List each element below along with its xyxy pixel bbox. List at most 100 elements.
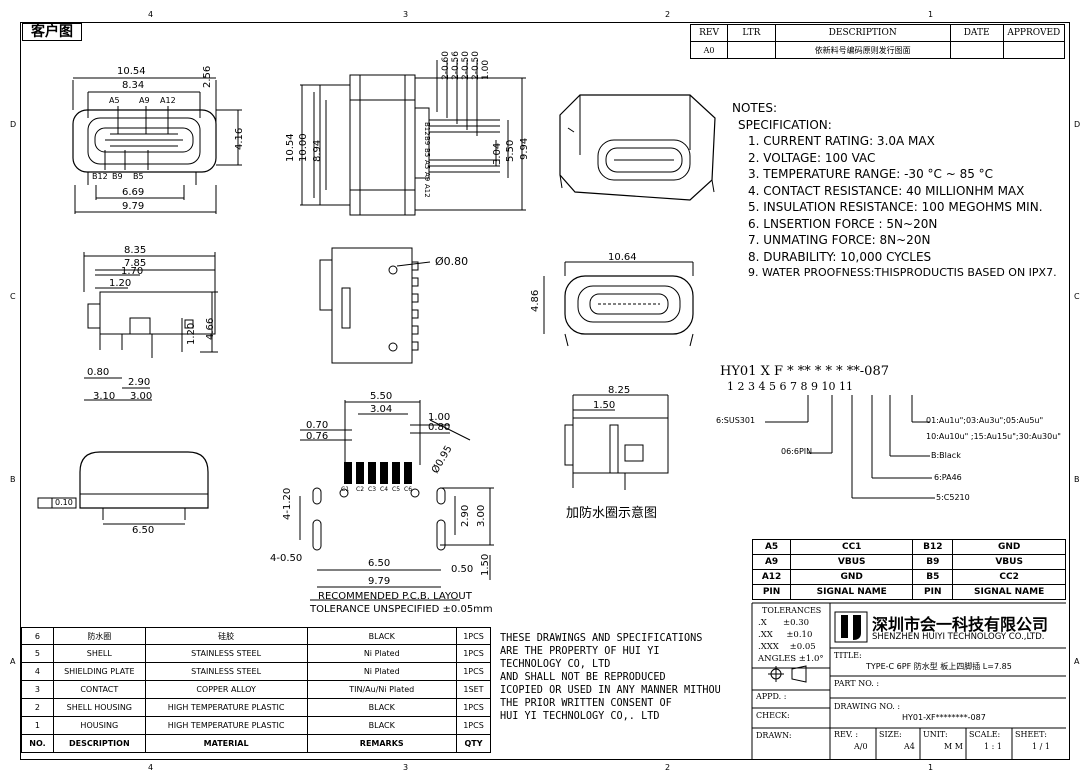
- pn-legend: 5:C5210: [936, 493, 970, 502]
- bom-material: 硅胶: [144, 627, 308, 645]
- bom-remarks: TIN/Au/Ni Plated: [306, 680, 457, 699]
- bom-no: 1: [21, 716, 54, 735]
- bom-qty: 1PCS: [455, 627, 492, 645]
- dim-side: 10.00: [298, 133, 309, 162]
- dim-pcb: 5.50: [370, 391, 393, 402]
- check-label: CHECK:: [756, 711, 790, 720]
- dim-side: 9.94: [519, 137, 530, 160]
- bom-no: 5: [21, 644, 54, 663]
- zone-left-a: A: [10, 657, 16, 666]
- bottom-view: [37, 451, 209, 525]
- pin-signal-table: A5 CC1 B12 GND A9 VBUS B9 VBUS A12 GND B…: [751, 539, 1066, 600]
- left-profile-view: [83, 252, 218, 401]
- signal-cell: CC1: [790, 539, 914, 555]
- tolerance-row: ANGLES ±1.0°: [758, 654, 824, 664]
- bom-remarks: BLACK: [306, 698, 457, 717]
- dim-left: 7.85: [124, 258, 147, 269]
- drawn-label: DRAWN:: [756, 731, 792, 740]
- part-number-leaders: [765, 395, 935, 499]
- dim-left: 0.80: [87, 367, 110, 378]
- pin-column-label: B12: [423, 122, 431, 136]
- dim-pcb: 4-0.50: [270, 553, 303, 564]
- bom-material: COPPER ALLOY: [144, 680, 308, 699]
- size-label: SIZE:: [879, 730, 902, 739]
- bom-description: HOUSING: [52, 716, 146, 735]
- zone-bottom-4: 4: [148, 763, 154, 772]
- dim-bottom: 6.50: [132, 525, 155, 536]
- disclaimer-line: THESE DRAWINGS AND SPECIFICATIONS: [500, 633, 703, 644]
- scale-label: SCALE:: [969, 730, 1001, 739]
- dim-side: 1.00: [481, 59, 491, 80]
- dim-front: 2.56: [202, 65, 213, 88]
- sheet-value: 1 / 1: [1032, 742, 1050, 751]
- pin-cell: B12: [912, 539, 954, 555]
- pin-column-label: A5: [423, 160, 431, 170]
- pn-legend: 6:PA46: [934, 473, 962, 482]
- rev-cell: [1002, 41, 1066, 59]
- pin-column-label: B9: [423, 136, 431, 146]
- bom-header-description: DESCRIPTION: [52, 734, 146, 753]
- zone-left-c: C: [10, 292, 16, 301]
- spec-item: 2. VOLTAGE: 100 VAC: [748, 150, 876, 165]
- dim-pcb: 0.76: [306, 431, 329, 442]
- pcb-pad-label: C2: [356, 486, 365, 493]
- bom-qty: 1SET: [455, 680, 492, 699]
- bom-no: 3: [21, 680, 54, 699]
- dim-side: 2-0.50: [471, 50, 481, 80]
- bom-no: 4: [21, 662, 54, 681]
- zone-bottom-3: 3: [403, 763, 409, 772]
- zone-top-1: 1: [928, 10, 934, 19]
- pcb-layout: [299, 400, 494, 601]
- zone-left-d: D: [10, 120, 17, 129]
- disclaimer-line: THE PRIOR WRITTEN CONSENT OF: [500, 698, 672, 709]
- bom-remarks: BLACK: [306, 716, 457, 735]
- company-name-cn: 深圳市会一科技有限公司: [872, 615, 1049, 634]
- dim-left: 1.70: [121, 266, 144, 277]
- part-number-code: HY01 X F * ** * * * **-087: [720, 364, 889, 379]
- sheet-border: [20, 22, 1070, 760]
- spec-item: 5. INSULATION RESISTANCE: 100 MEGOHMS MI…: [748, 200, 1043, 214]
- spec-item: 3. TEMPERATURE RANGE: -30 °C ~ 85 °C: [748, 167, 994, 181]
- isometric-view: [559, 94, 716, 201]
- bom-header-material: MATERIAL: [144, 734, 308, 753]
- company-logo: [834, 611, 868, 643]
- title-label: TITLE:: [834, 651, 862, 660]
- bom-qty: 1PCS: [455, 644, 492, 663]
- bom-description: 防水圈: [52, 627, 146, 645]
- pin-label: A9: [139, 96, 150, 105]
- pcb-tolerance: TOLERANCE UNSPECIFIED ±0.05mm: [310, 604, 493, 615]
- pn-legend: 6:SUS301: [716, 416, 756, 425]
- projection-symbol: [768, 665, 807, 683]
- spec-item: 1. CURRENT RATING: 3.0A MAX: [748, 134, 935, 148]
- part-number-digits: 1 2 3 4 5 6 7 8 9 10 11: [727, 380, 853, 393]
- dim-bottom: 0.10: [55, 498, 73, 507]
- zone-right-d: D: [1074, 120, 1081, 129]
- dim-pcb: 0.70: [306, 420, 329, 431]
- signal-cell: VBUS: [790, 554, 914, 570]
- dim-front: 8.34: [122, 80, 145, 91]
- dim-side: 5.50: [505, 139, 516, 162]
- bom-material: STAINLESS STEEL: [144, 644, 308, 663]
- bom-description: CONTACT: [52, 680, 146, 699]
- pcb-pads: [344, 462, 412, 484]
- drawing-no-value: HY01-XF********-087: [902, 713, 986, 722]
- spec-item: 9. WATER PROOFNESS:THISPRODUCTIS BASED O…: [748, 266, 1057, 279]
- bom-material: STAINLESS STEEL: [144, 662, 308, 681]
- end-view: [543, 261, 694, 347]
- pin-header: PIN: [912, 584, 954, 600]
- bom-qty: 1PCS: [455, 662, 492, 681]
- rev-label: REV. :: [834, 730, 859, 739]
- spec-item: 7. UNMATING FORCE: 8N~20N: [748, 233, 931, 247]
- pin-label: B12: [92, 172, 108, 181]
- pin-label: A12: [160, 96, 176, 105]
- revision-table: REV LTR DESCRIPTION DATE APPROVED A0 依新料…: [689, 24, 1066, 59]
- signal-header: SIGNAL NAME: [952, 584, 1066, 600]
- dim-side: 2-0.50: [461, 50, 471, 80]
- signal-cell: GND: [952, 539, 1066, 555]
- spec-item: 6. LNSERTION FORCE : 5N~20N: [748, 216, 938, 231]
- title-block-lines: [751, 602, 1066, 760]
- dim-pcb: 3.04: [370, 404, 393, 415]
- notes-subheading: SPECIFICATION:: [738, 117, 832, 132]
